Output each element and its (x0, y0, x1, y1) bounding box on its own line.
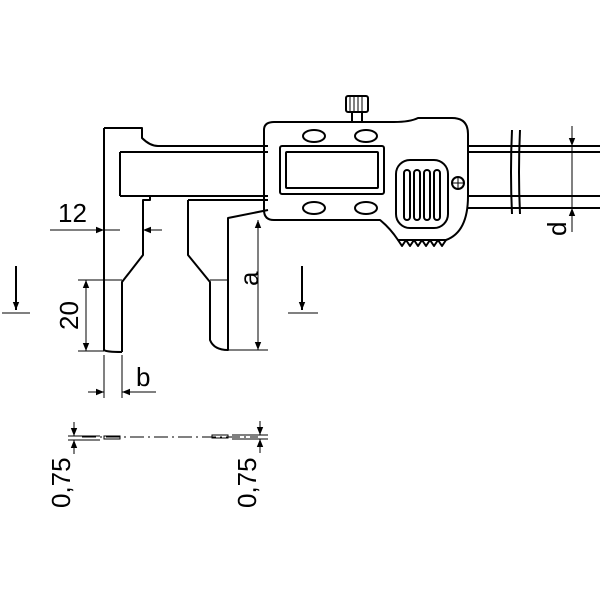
tip-detail-view: 0,75 0,75 (46, 421, 268, 508)
view-arrow-right (288, 266, 318, 314)
dimension-jaw-gap: 12 (50, 198, 162, 234)
dimension-tip-width: b (88, 355, 156, 398)
button-top-left (302, 129, 326, 143)
button-top-right (354, 129, 378, 143)
label-beam-thickness: d (542, 222, 572, 236)
label-tip-offset-left: 0,75 (46, 457, 76, 508)
label-tip-width: b (136, 362, 150, 392)
label-tip-offset-right: 0,75 (232, 457, 262, 508)
sliding-jaw (187, 199, 269, 351)
display-screen (285, 151, 379, 189)
dimension-tip-length: 20 (54, 279, 104, 352)
thumbwheel (397, 239, 447, 247)
view-arrow-left (2, 266, 30, 314)
label-jaw-gap: 12 (58, 198, 87, 228)
digital-body (263, 95, 469, 247)
label-tip-length: 20 (54, 301, 84, 330)
label-jaw-depth: a (234, 271, 264, 286)
locking-screw-knob (345, 95, 369, 123)
display-window (279, 145, 385, 195)
dimension-beam-thickness: d (542, 126, 582, 236)
button-bottom-left (302, 201, 326, 215)
grip-panel (395, 159, 449, 229)
dimension-jaw-depth: a (228, 220, 268, 351)
beam (468, 129, 600, 215)
screw-icon (451, 176, 465, 190)
fixed-jaw (103, 127, 268, 353)
button-bottom-right (354, 201, 378, 215)
